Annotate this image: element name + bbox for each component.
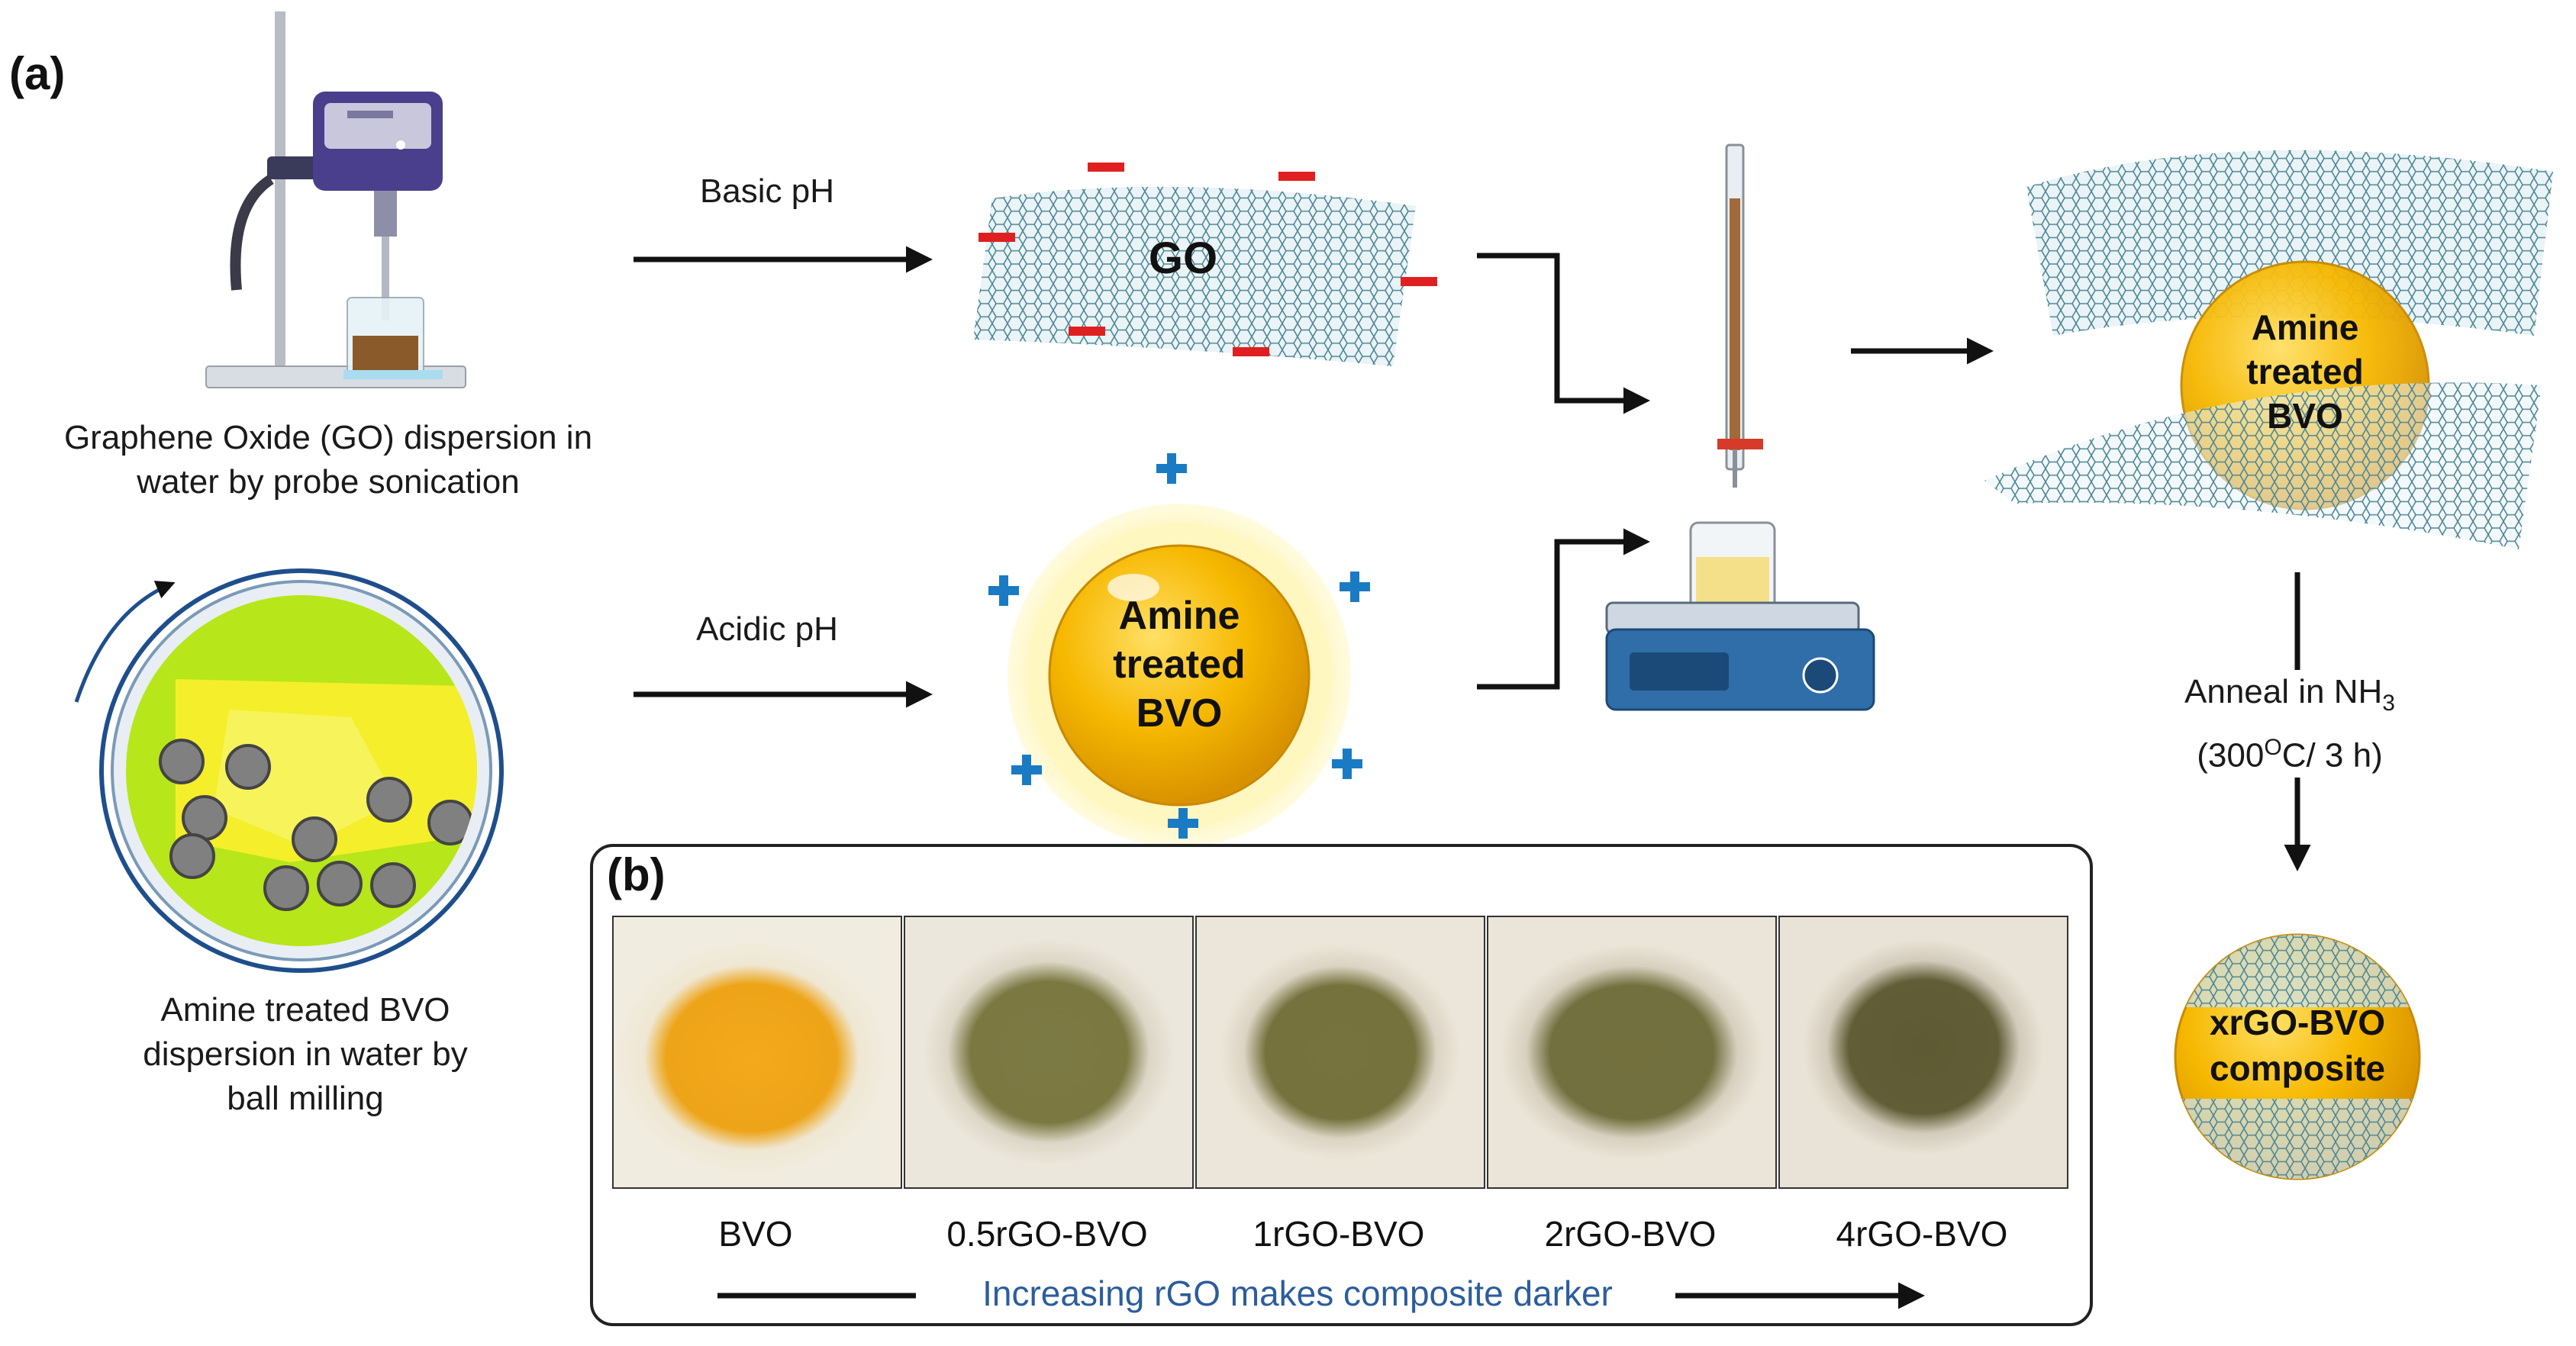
bvo-caption-line2: dispersion in water by: [143, 1035, 468, 1073]
bvo-sphere-line3: BVO: [1136, 691, 1223, 736]
anneal-duration: C/ 3 h): [2281, 736, 2383, 774]
basic-ph-label: Basic pH: [699, 172, 835, 210]
go-to-mixing-arrow: [1477, 253, 1650, 414]
trend-caption: Increasing rGO makes composite darker: [982, 1274, 1613, 1313]
go-dispersion-caption: Graphene Oxide (GO) dispersion in water …: [15, 416, 641, 504]
ball-mill-icon: [74, 568, 504, 973]
sandwich-sphere-label: Amine treated BVO: [2198, 305, 2412, 438]
sample-label-1rgo-bvo: 1rGO-BVO: [1253, 1214, 1425, 1254]
anneal-text: Anneal in NH: [2184, 673, 2383, 710]
positive-charge-icons: [988, 453, 1370, 839]
anneal-subscript: 3: [2382, 690, 2395, 716]
sample-photo-bvo: [612, 916, 902, 1189]
bvo-dispersion-caption: Amine treated BVO dispersion in water by…: [107, 988, 504, 1121]
bvo-sphere-line2: treated: [1113, 642, 1246, 687]
anneal-condition-label: Anneal in NH3 (300OC/ 3 h): [2152, 670, 2427, 778]
magnetic-stirrer-icon: [1605, 521, 1875, 711]
go-caption-line1: Graphene Oxide (GO) dispersion in: [63, 419, 593, 456]
sample-photo-1rgo-bvo: [1195, 916, 1485, 1189]
sample-label-2rgo-bvo: 2rGO-BVO: [1544, 1214, 1717, 1254]
negative-charge-icons: [978, 163, 1437, 356]
sample-label-0-5rgo-bvo: 0.5rGO-BVO: [946, 1214, 1148, 1254]
probe-sonicator-icon: [205, 11, 466, 388]
go-sheet-icon: [973, 186, 1416, 366]
bvo-sphere-line1: Amine: [1118, 594, 1240, 638]
bvo-caption-line1: Amine treated BVO: [160, 991, 450, 1029]
go-sheet-label: GO: [1148, 233, 1218, 283]
composite-line2: composite: [2209, 1048, 2386, 1088]
panel-a-label: (a): [9, 48, 66, 99]
acidic-ph-label: Acidic pH: [696, 610, 838, 648]
anneal-line1: Anneal in NH3: [2152, 670, 2427, 726]
burette-icon: [1717, 143, 1763, 488]
sandwich-sphere-line3: BVO: [2267, 396, 2343, 436]
panel-b-frame: [590, 844, 2093, 1326]
sample-label-4rgo-bvo: 4rGO-BVO: [1836, 1214, 2008, 1254]
anneal-line2: (300OC/ 3 h): [2152, 726, 2427, 778]
bvo-to-mixing-arrow: [1477, 528, 1650, 690]
sample-photo-0-5rgo-bvo: [904, 916, 1194, 1189]
composite-label: xrGO-BVO composite: [2175, 1000, 2420, 1091]
anneal-temp: (300: [2197, 736, 2265, 774]
bvo-caption-line3: ball milling: [227, 1080, 384, 1117]
sample-photo-4rgo-bvo: [1778, 916, 2068, 1189]
go-caption-line2: water by probe sonication: [137, 463, 520, 501]
sample-label-bvo: BVO: [718, 1214, 793, 1254]
sandwich-sphere-line1: Amine: [2251, 308, 2359, 347]
sandwich-sphere-line2: treated: [2246, 352, 2364, 391]
bvo-sphere-icon: [1008, 504, 1351, 847]
go-bvo-sandwich-icon: [1984, 150, 2553, 549]
composite-line1: xrGO-BVO: [2209, 1003, 2386, 1042]
sample-photo-2rgo-bvo: [1487, 916, 1777, 1189]
bvo-sphere-label: Amine treated BVO: [1065, 591, 1294, 738]
panel-b-label: (b): [607, 849, 666, 900]
anneal-superscript: O: [2264, 734, 2282, 760]
